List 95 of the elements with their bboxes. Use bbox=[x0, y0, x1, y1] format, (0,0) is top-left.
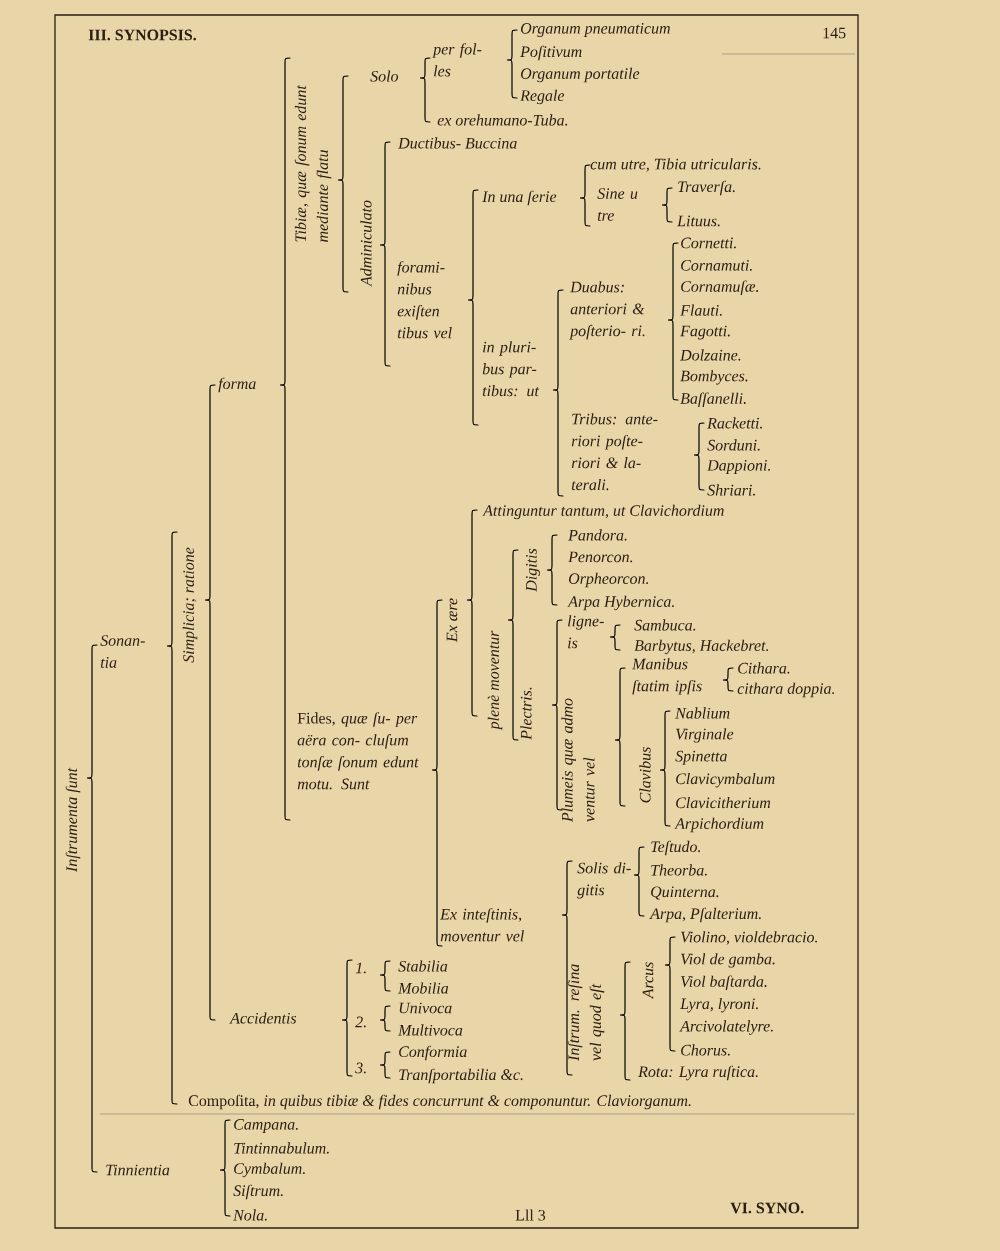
category-label: Tibiæ, quæ ſonum edunt mediante flatu bbox=[294, 85, 332, 242]
category-label: Inſtrumenta ſunt bbox=[65, 767, 81, 873]
category-label: Cornamuſæ. bbox=[681, 280, 759, 296]
category-label: Baſſanelli. bbox=[680, 392, 746, 408]
category-label: Inſtrum. reſina vel quod eſt bbox=[567, 964, 605, 1062]
category-label: Dolzaine. bbox=[680, 349, 741, 361]
category-label: Compoſita, in quibus tibiæ & fides concurrunt & componuntur. Claviorganum. bbox=[188, 1094, 691, 1110]
category-label: Lituus. bbox=[677, 215, 720, 227]
category-label: Cymbalum. bbox=[234, 1162, 305, 1178]
category-label: Cornamuti. bbox=[681, 260, 752, 271]
category-label: Clavibus bbox=[639, 747, 651, 803]
category-label: Cornetti. bbox=[681, 237, 736, 249]
category-label: Bombyces. bbox=[680, 370, 748, 385]
category-label: Campana. bbox=[234, 1119, 298, 1133]
category-label: Mobilia bbox=[398, 982, 449, 994]
category-label: Rota: Lyra ruſtica. bbox=[638, 1065, 758, 1081]
category-label: Manibus ſtatim ipſis bbox=[632, 658, 702, 695]
category-label: Multivoca bbox=[398, 1024, 463, 1036]
category-label: Arpa, Pſalterium. bbox=[649, 907, 761, 923]
category-label: Attinguntur tantum, ut Clavichordium bbox=[482, 504, 724, 520]
category-label: Duabus: anteriori & poſterio- ri. bbox=[569, 281, 645, 340]
category-label: Pandora. bbox=[568, 529, 627, 541]
category-label: Cithara. bbox=[738, 662, 790, 674]
category-label: Orpheorcon. bbox=[569, 572, 649, 588]
category-label: Arcus bbox=[642, 962, 654, 1000]
category-label: Stabilia bbox=[398, 960, 448, 972]
category-label: Traverſa. bbox=[678, 180, 735, 196]
category-label: Shriari. bbox=[707, 484, 755, 496]
category-label: Arpichordium bbox=[674, 817, 764, 833]
category-label: forma bbox=[218, 377, 256, 393]
category-label: Lyra, lyroni. bbox=[680, 997, 758, 1013]
category-label: Viol baſtarda. bbox=[681, 975, 767, 991]
category-label: Solo bbox=[370, 70, 399, 82]
category-label: Nablium bbox=[675, 707, 730, 719]
category-label: Arcivolatelyre. bbox=[679, 1020, 773, 1035]
category-label: Spinetta bbox=[675, 750, 727, 765]
category-label: Simplicia; ratione bbox=[182, 547, 198, 663]
category-label: Regale bbox=[520, 89, 565, 105]
category-label: Dappioni. bbox=[707, 460, 770, 474]
category-label: Adminiculato bbox=[360, 200, 372, 287]
category-label: cithara doppia. bbox=[737, 682, 835, 698]
catchword: VI. SYNO. bbox=[730, 1202, 804, 1214]
category-label: Violino, violdebracio. bbox=[681, 931, 818, 945]
category-label: Solis di- gitis bbox=[577, 862, 631, 899]
category-label: Organum portatile bbox=[521, 67, 640, 83]
category-label: Sonan- tia bbox=[100, 635, 145, 668]
category-label: per fol- les bbox=[432, 43, 482, 77]
category-label: Fagotti. bbox=[680, 325, 730, 340]
category-label: Sine u tre bbox=[597, 188, 638, 221]
category-label: plenè moventur bbox=[487, 630, 503, 731]
category-label: Penorcon. bbox=[568, 551, 633, 563]
signature-mark: Lll 3 bbox=[515, 1209, 546, 1221]
category-label: Fides, quæ ſu- per aëra con- cluſum tonſæ ſonum edunt motu. Sunt bbox=[297, 712, 419, 790]
category-label: in pluri- bus par- tibus: ut bbox=[482, 341, 540, 397]
category-label: Clavicymbalum bbox=[676, 772, 775, 788]
category-label: 3. bbox=[355, 1062, 366, 1074]
category-label: forami- nibus exiſten tibus vel bbox=[397, 261, 452, 339]
category-label: Conformia bbox=[399, 1045, 467, 1061]
category-label: 1. bbox=[355, 962, 366, 974]
category-label: Clavicitherium bbox=[676, 796, 771, 809]
category-label: In una ſerie bbox=[482, 190, 557, 206]
category-label: Ex inteſtinis, moventur vel bbox=[440, 908, 524, 942]
category-label: Ex ære bbox=[446, 598, 458, 643]
category-label: Tinnientia bbox=[106, 1164, 170, 1176]
category-label: Ductibus- Buccina bbox=[398, 137, 517, 149]
category-label: Sorduni. bbox=[707, 439, 760, 451]
category-label: Accidentis bbox=[229, 1012, 297, 1024]
category-label: Siſtrum. bbox=[233, 1184, 283, 1200]
category-label: 2. bbox=[355, 1016, 366, 1028]
category-label: Organum pneumaticum bbox=[521, 23, 670, 37]
page-number: 145 bbox=[823, 27, 846, 39]
category-label: Tintinnabulum. bbox=[234, 1142, 329, 1154]
category-label: Tranſportabilia &c. bbox=[399, 1068, 523, 1084]
category-label: Univoca bbox=[399, 1002, 452, 1014]
category-label: Arpa Hybernica. bbox=[567, 595, 674, 611]
category-label: Flauti. bbox=[680, 304, 722, 316]
category-label: Sambuca. bbox=[634, 619, 696, 631]
category-label: cum utre, Tibia utricularis. bbox=[590, 158, 761, 172]
category-label: Tribus: ante- riori poſte- riori & la- terali. bbox=[571, 413, 658, 491]
category-label: Nola. bbox=[233, 1209, 267, 1221]
category-label: Quinterna. bbox=[651, 886, 719, 900]
category-label: Barbytus, Hackebret. bbox=[634, 639, 769, 655]
category-label: Viol de gamba. bbox=[681, 953, 775, 968]
category-label: ligne- is bbox=[568, 615, 604, 649]
category-label: Theorba. bbox=[651, 864, 707, 876]
category-label: Plumeis quæ admo ventur vel bbox=[561, 698, 595, 823]
category-label: Racketti. bbox=[707, 417, 762, 429]
category-label: Poſitivum bbox=[520, 45, 582, 61]
category-label: Plectris. bbox=[520, 687, 532, 740]
category-label: ex orehumano-Tuba. bbox=[437, 114, 568, 126]
category-label: Chorus. bbox=[681, 1044, 730, 1056]
heading: III. SYNOPSIS. bbox=[88, 29, 196, 41]
category-label: Digitis bbox=[526, 548, 540, 592]
category-label: Virginale bbox=[676, 728, 734, 743]
category-label: Teſtudo. bbox=[651, 840, 700, 856]
